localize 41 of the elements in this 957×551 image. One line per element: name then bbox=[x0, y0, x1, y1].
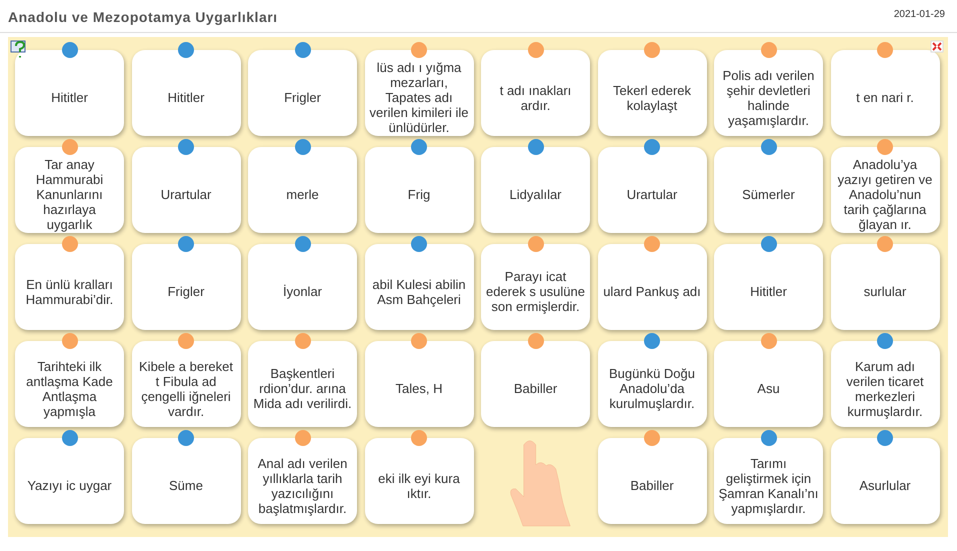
card-text: Asurlular bbox=[858, 477, 912, 495]
card-text: surlular bbox=[862, 283, 908, 301]
card-text: İyonlar bbox=[282, 283, 324, 301]
card-text: Lidyalılar bbox=[508, 186, 563, 204]
card-text: ulard Pankuş adı bbox=[602, 283, 702, 301]
card-text: Bugünkü Doğu Anadolu’da kurulmuşlardır. bbox=[608, 365, 696, 413]
card-text: lüs adı ı yığma mezarları, Tapates adı verilen kimileri ile ünlüdürler. bbox=[368, 62, 470, 133]
card-text: Karum adı verilen ticaret merkezleri kurmuşlardır. bbox=[845, 358, 925, 421]
card-text: Yazıyı ic uygar bbox=[26, 477, 113, 495]
card-text: Parayı icat ederek s usulüne son ermişlerdir. bbox=[485, 268, 586, 316]
card-text: merle bbox=[285, 186, 320, 204]
card-text: Babiller bbox=[512, 380, 558, 398]
card-text: Frigler bbox=[166, 283, 206, 301]
card-text: Tar anay Hammurabi Kanunlarını hazırlaya uygarlık bbox=[34, 159, 104, 230]
card-text: Süme bbox=[168, 477, 204, 495]
card-text: Sümerler bbox=[741, 186, 796, 204]
card-text: Kibele a bereket t Fibula ad çengelli iğneleri vardır. bbox=[138, 358, 234, 420]
page-title: Anadolu ve Mezopotamya Uygarlıkları bbox=[8, 9, 278, 25]
card-text: Tarihteki ilk antlaşma Kade Antlaşma yapmışla bbox=[25, 358, 114, 421]
card-text: Tekerl ederek kolaylaşt bbox=[612, 82, 692, 115]
card-text: Hititler bbox=[50, 89, 89, 107]
card-text: Urartular bbox=[160, 186, 212, 204]
date-label: 2021-01-29 bbox=[894, 9, 945, 20]
card-text: Tarımı geliştirmek için Şamran Kanalı’nı yapmışlardır. bbox=[718, 454, 819, 518]
card-text: t adı ınakları ardır. bbox=[498, 82, 572, 114]
card-text: Babiller bbox=[629, 477, 675, 495]
card-text: Frigler bbox=[283, 89, 322, 107]
card-text: t en nari r. bbox=[855, 89, 915, 107]
card-text: Anadolu’ya yazıyı getiren ve Anadolu’nun tarih çağlarına ğlayan ır. bbox=[836, 159, 934, 230]
card-text: eki ilk eyi kura ıktır. bbox=[377, 470, 461, 502]
card-text: abil Kulesi abilin Asm Bahçeleri bbox=[371, 276, 467, 309]
card-text: Başkentleri rdion’dur. arına Mida adı verilirdi. bbox=[252, 365, 353, 413]
card-text: Urartular bbox=[626, 186, 678, 204]
card-text: Frig bbox=[406, 186, 432, 204]
card-text: Tales, H bbox=[394, 380, 444, 398]
card-text: Hititler bbox=[749, 283, 788, 301]
card-text: En ünlü kralları Hammurabi’dir. bbox=[24, 276, 114, 308]
card-text: Anal adı verilen yıllıklarla tarih yazıcılığını başlatmışlardır. bbox=[256, 454, 348, 518]
card-text: Hititler bbox=[166, 89, 206, 107]
card-text: Asu bbox=[756, 380, 781, 398]
card-text: Polis adı verilen şehir devletleri halinde yaşamışlardır. bbox=[722, 66, 816, 130]
